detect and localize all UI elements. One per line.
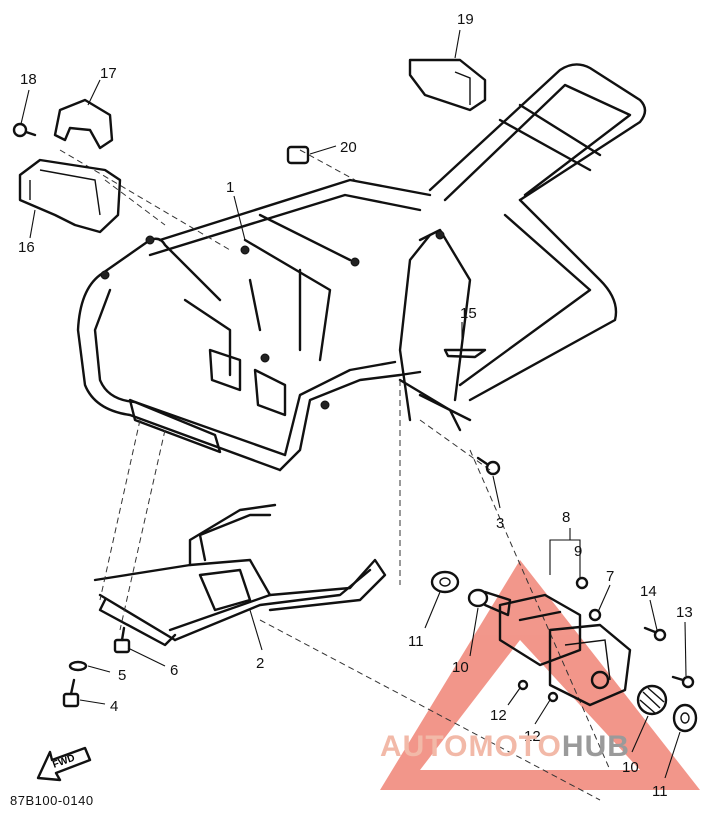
- callout-18: 18: [20, 71, 37, 88]
- callout-4: 4: [110, 698, 118, 715]
- callout-19: 19: [457, 11, 474, 28]
- watermark-part2: HUB: [561, 730, 630, 763]
- bolt-13: [671, 675, 695, 689]
- callout-11a: 11: [408, 633, 424, 650]
- bolt-3: [476, 456, 501, 476]
- callout-9: 9: [574, 543, 582, 560]
- callout-16: 16: [18, 239, 35, 256]
- plate-15: [443, 348, 487, 359]
- callout-3: 3: [496, 515, 504, 532]
- bolt-4: [62, 678, 80, 708]
- callout-13: 13: [676, 604, 693, 621]
- bushing-10a: [467, 588, 512, 617]
- grommet-11a: [430, 570, 460, 594]
- fwd-arrow-icon: FWD: [36, 746, 92, 782]
- block-19: [408, 58, 487, 112]
- leader-lines: [20, 29, 687, 779]
- fwd-label: FWD: [51, 753, 76, 771]
- callout-8: 8: [562, 509, 570, 526]
- bushing-10b: [636, 684, 668, 716]
- bolt-9: [575, 576, 589, 590]
- callout-10a: 10: [452, 659, 469, 676]
- damper-20: [286, 145, 310, 165]
- nut-6: [113, 626, 131, 654]
- sub-frame: [93, 503, 387, 647]
- callout-5: 5: [118, 667, 126, 684]
- bolt-7: [588, 608, 602, 622]
- callout-2: 2: [256, 655, 264, 672]
- washer-5: [68, 660, 88, 672]
- callout-17: 17: [100, 65, 117, 82]
- bracket-17: [53, 98, 114, 150]
- callout-7: 7: [606, 568, 614, 585]
- callout-6: 6: [170, 662, 178, 679]
- watermark-triangle: [380, 560, 700, 790]
- callout-15: 15: [460, 305, 477, 322]
- callout-14: 14: [640, 583, 657, 600]
- nut-12b: [547, 691, 559, 703]
- bolt-14: [643, 626, 667, 642]
- callout-11b: 11: [652, 783, 668, 800]
- main-frame: [76, 63, 647, 472]
- diagram-code: 87B100-0140: [10, 793, 94, 808]
- callout-1: 1: [226, 179, 234, 196]
- callout-20: 20: [340, 139, 357, 156]
- watermark-text: AUTOMOTOHUB: [380, 730, 630, 764]
- grommet-11b: [672, 703, 698, 733]
- callout-12a: 12: [490, 707, 507, 724]
- watermark-part1: AUTOMOTO: [380, 730, 562, 763]
- nut-12a: [517, 679, 529, 691]
- mount-assembly-8: [498, 593, 632, 707]
- bracket-16: [18, 158, 122, 234]
- callout-12b: 12: [524, 728, 541, 745]
- callout-10b: 10: [622, 759, 639, 776]
- callouts: 1 2 3 4 5 6 7 8 9 10 10 11 11 12 12 13 1…: [18, 11, 693, 800]
- bolt-18: [12, 122, 37, 138]
